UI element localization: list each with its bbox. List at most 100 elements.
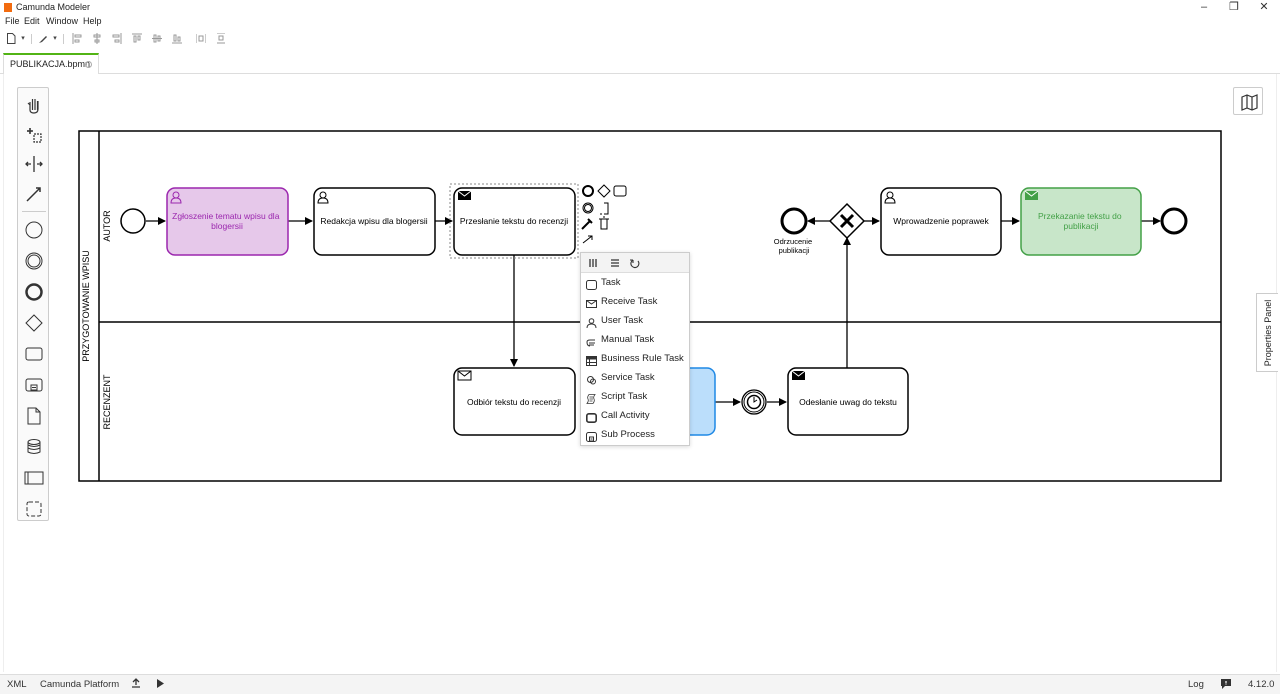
append-intermediate-event-icon[interactable] xyxy=(582,202,594,214)
end-event-odrzucenie[interactable] xyxy=(780,207,808,235)
run-icon[interactable] xyxy=(155,678,165,692)
menu-window[interactable]: Window xyxy=(46,16,79,26)
align-top-icon[interactable] xyxy=(132,33,142,44)
space-tool-icon[interactable] xyxy=(23,153,45,175)
lasso-tool-icon[interactable] xyxy=(23,123,45,145)
user-task-icon xyxy=(586,316,597,329)
replace-option-manual-task[interactable]: Manual Task xyxy=(581,330,689,349)
task-redakcja[interactable]: Redakcja wpisu dla blogersii xyxy=(313,187,436,256)
append-end-event-icon[interactable] xyxy=(582,185,594,197)
task-label: Wprowadzenie poprawek xyxy=(893,216,989,226)
modeling-canvas[interactable] xyxy=(3,74,1277,672)
feedback-icon[interactable] xyxy=(1220,678,1232,693)
dropdown-chevron-icon[interactable]: ▾ xyxy=(53,35,57,42)
replace-option-sub-process[interactable]: Sub Process xyxy=(581,425,689,444)
replace-menu-header xyxy=(581,253,689,273)
align-right-icon[interactable] xyxy=(112,33,122,44)
menu-help[interactable]: Help xyxy=(83,16,102,26)
pool[interactable] xyxy=(78,130,1222,482)
replace-option-receive-task[interactable]: Receive Task xyxy=(581,292,689,311)
align-left-icon[interactable] xyxy=(72,33,82,44)
task-zgloszenie[interactable]: Zgłoszenie tematu wpisu dla blogersii xyxy=(166,187,289,256)
lane-label-autor[interactable]: AUTOR xyxy=(102,210,112,242)
status-bar: XML Camunda Platform Log 4.12.0 xyxy=(0,674,1280,694)
toolbar-separator xyxy=(63,34,64,44)
deploy-icon[interactable] xyxy=(131,678,141,692)
log-button[interactable]: Log xyxy=(1188,679,1204,690)
hand-tool-icon[interactable] xyxy=(23,93,45,115)
replace-option-script-task[interactable]: Script Task xyxy=(581,387,689,406)
trash-icon[interactable] xyxy=(599,216,609,230)
end-event[interactable] xyxy=(1160,207,1188,235)
exclusive-gateway[interactable] xyxy=(828,202,866,240)
align-middle-icon[interactable] xyxy=(152,33,162,44)
platform-selector[interactable]: Camunda Platform xyxy=(40,679,120,690)
receive-task-icon xyxy=(586,297,597,308)
edit-icon[interactable] xyxy=(38,33,48,44)
align-bottom-icon[interactable] xyxy=(172,33,182,44)
gateway-icon[interactable] xyxy=(23,312,45,334)
task-icon[interactable] xyxy=(23,343,45,365)
loop-icon[interactable] xyxy=(629,257,641,269)
replace-option-label: Sub Process xyxy=(601,429,655,440)
user-task-icon xyxy=(884,191,896,204)
xml-view-button[interactable]: XML xyxy=(7,679,27,690)
replace-option-service-task[interactable]: Service Task xyxy=(581,368,689,387)
wrench-change-type-icon[interactable] xyxy=(581,218,593,230)
dropdown-chevron-icon[interactable]: ▾ xyxy=(21,35,25,42)
data-object-icon[interactable] xyxy=(23,405,45,427)
sequential-multi-instance-icon[interactable] xyxy=(609,257,621,269)
global-connect-icon[interactable] xyxy=(23,183,45,205)
restore-icon[interactable]: ❐ xyxy=(1229,1,1239,13)
append-gateway-icon[interactable] xyxy=(597,184,611,198)
distribute-vertical-icon[interactable] xyxy=(216,32,226,44)
menu-bar: File Edit Window Help xyxy=(0,15,1280,28)
group-icon[interactable] xyxy=(23,498,45,520)
tab-publikacja[interactable]: PUBLIKACJA.bpmn xyxy=(3,53,99,74)
task-przeslanie[interactable]: Przesłanie tekstu do recenzji xyxy=(449,183,579,259)
task-label: Odesłanie uwag do tekstu xyxy=(799,397,897,407)
menu-edit[interactable]: Edit xyxy=(24,16,40,26)
pool-icon[interactable] xyxy=(23,467,45,489)
start-event[interactable] xyxy=(120,208,146,234)
minimize-icon[interactable]: – xyxy=(1200,1,1208,13)
toolbar-separator xyxy=(31,34,32,44)
replace-option-label: Script Task xyxy=(601,391,648,402)
close-icon[interactable]: ✕ xyxy=(1259,1,1269,13)
tab-bar: PUBLIKACJA.bpmn xyxy=(0,53,1280,74)
window-title: Camunda Modeler xyxy=(16,2,91,12)
data-store-icon[interactable] xyxy=(23,436,45,458)
timer-intermediate-event[interactable] xyxy=(741,389,767,415)
text-annotation-icon[interactable] xyxy=(600,202,609,215)
replace-option-user-task[interactable]: User Task xyxy=(581,311,689,330)
subprocess-icon[interactable] xyxy=(23,374,45,396)
task-wprowadzenie[interactable]: Wprowadzenie poprawek xyxy=(880,187,1002,256)
replace-option-task[interactable]: Task xyxy=(581,273,689,292)
selection-outline xyxy=(449,183,579,259)
parallel-multi-instance-icon[interactable] xyxy=(587,257,599,269)
tab-close-icon[interactable] xyxy=(85,61,92,68)
align-center-icon[interactable] xyxy=(92,33,102,44)
task-label-line2: publikacji xyxy=(1064,221,1099,231)
manual-task-icon xyxy=(586,335,596,347)
properties-panel-toggle[interactable]: Properties Panel xyxy=(1256,293,1278,372)
task-label: Przesłanie tekstu do recenzji xyxy=(460,216,568,226)
task-odbior[interactable]: Odbiór tekstu do recenzji xyxy=(453,367,576,436)
call-activity-icon xyxy=(586,411,597,423)
intermediate-event-icon[interactable] xyxy=(23,250,45,272)
lane-label-recenzent[interactable]: RECENZENT xyxy=(102,374,112,430)
new-file-icon[interactable] xyxy=(6,33,16,44)
end-event-icon[interactable] xyxy=(23,281,45,303)
replace-option-call-activity[interactable]: Call Activity xyxy=(581,406,689,425)
minimap-toggle-button[interactable] xyxy=(1233,87,1263,115)
menu-file[interactable]: File xyxy=(5,16,20,26)
append-intermediate-event-inner xyxy=(584,204,592,212)
append-task-icon[interactable] xyxy=(613,185,627,197)
pool-label[interactable]: PRZYGOTOWANIE WPISU xyxy=(81,250,91,362)
task-przekazanie[interactable]: Przekazanie tekstu do publikacji xyxy=(1020,187,1142,256)
replace-option-business-rule-task[interactable]: Business Rule Task xyxy=(581,349,689,368)
start-event-icon[interactable] xyxy=(23,219,45,241)
task-odeslanie[interactable]: Odesłanie uwag do tekstu xyxy=(787,367,909,436)
connect-icon[interactable] xyxy=(582,235,593,244)
replace-option-label: Service Task xyxy=(601,372,655,383)
